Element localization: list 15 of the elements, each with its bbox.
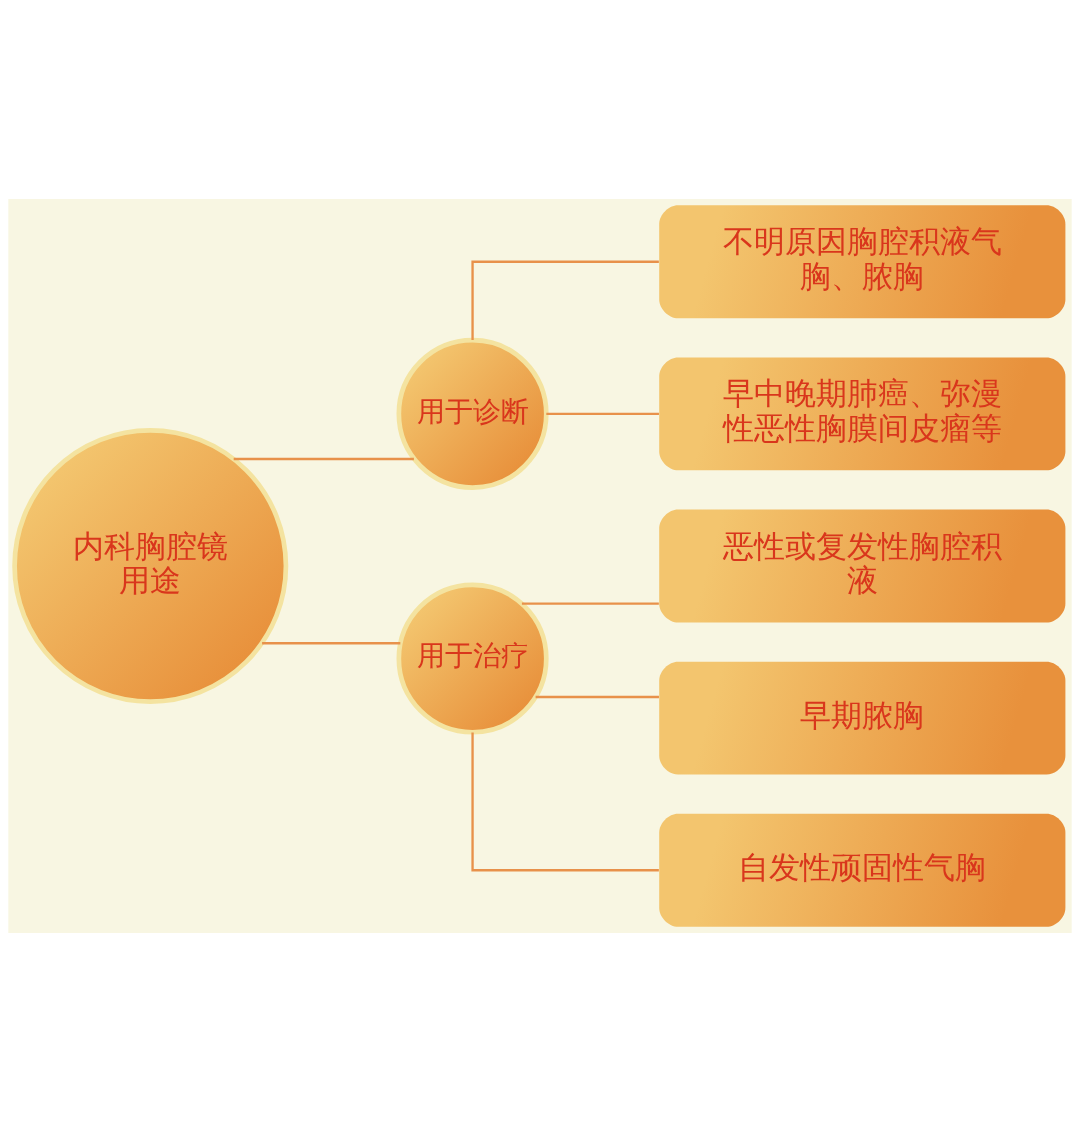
node-circle: 内科胸腔镜用途: [12, 427, 289, 704]
node-box: 早期脓胸: [659, 661, 1066, 775]
connector: [233, 457, 414, 460]
connector: [521, 601, 659, 605]
connector: [471, 260, 659, 340]
node-box: 早中晚期肺癌、弥漫性恶性胸膜间皮瘤等: [659, 356, 1066, 470]
node-box: 不明原因胸腔积液气胸、脓胸: [659, 204, 1066, 318]
node-box: 自发性顽固性气胸: [659, 813, 1066, 927]
connector: [262, 641, 401, 644]
node-circle: 用于治疗: [396, 581, 549, 735]
node-box: 恶性或复发性胸腔积液: [659, 509, 1066, 622]
connector: [546, 412, 659, 415]
node-circle: 用于诊断: [396, 337, 549, 490]
connector: [471, 732, 659, 871]
connector: [535, 695, 659, 698]
